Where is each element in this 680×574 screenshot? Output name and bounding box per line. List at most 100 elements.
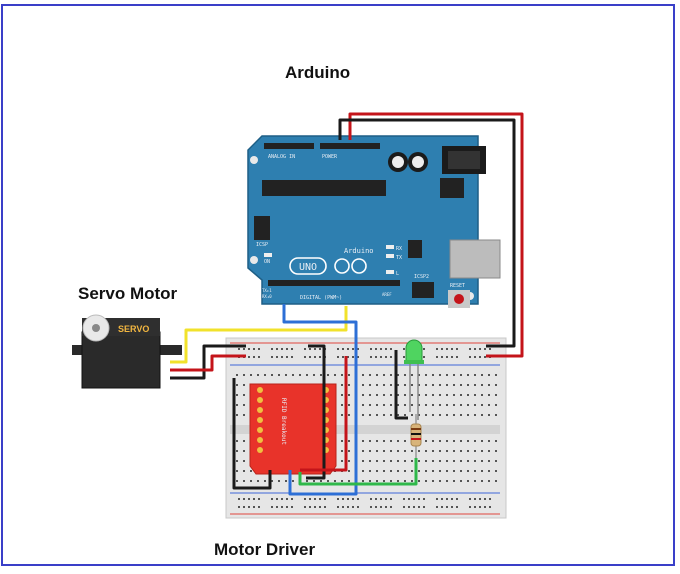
driver-pin — [257, 407, 263, 413]
breadboard-hole — [453, 480, 455, 482]
breadboard-hole — [460, 440, 462, 442]
breadboard-hole — [243, 506, 245, 508]
breadboard-hole — [453, 414, 455, 416]
breadboard-hole — [495, 440, 497, 442]
breadboard-hole — [451, 506, 453, 508]
breadboard-hole — [481, 460, 483, 462]
wire-black-led — [394, 350, 408, 420]
breadboard-hole — [314, 348, 316, 350]
breadboard-hole — [390, 356, 392, 358]
breadboard-hole — [243, 440, 245, 442]
icsp2-text: ICSP2 — [414, 274, 429, 280]
breadboard-hole — [369, 394, 371, 396]
breadboard-hole — [481, 470, 483, 472]
breadboard-hole — [441, 356, 443, 358]
breadboard-hole — [314, 498, 316, 500]
breadboard-hole — [425, 414, 427, 416]
breadboard-hole — [376, 394, 378, 396]
breadboard-hole — [411, 480, 413, 482]
breadboard-hole — [264, 480, 266, 482]
breadboard-hole — [362, 460, 364, 462]
breadboard-hole — [238, 506, 240, 508]
breadboard-hole — [441, 498, 443, 500]
breadboard-hole — [375, 356, 377, 358]
arduino-uno-board: UNO Arduino DIGITAL (PWM~) POWER ANALOG … — [247, 135, 501, 308]
breadboard-hole — [376, 384, 378, 386]
breadboard-hole — [397, 374, 399, 376]
breadboard-hole — [348, 384, 350, 386]
breadboard-hole — [495, 394, 497, 396]
breadboard-hole — [314, 356, 316, 358]
breadboard-hole — [385, 498, 387, 500]
breadboard-hole — [348, 414, 350, 416]
breadboard-hole — [411, 384, 413, 386]
breadboard-hole — [469, 348, 471, 350]
servo-label-text: SERVO — [118, 324, 149, 334]
breadboard-hole — [479, 506, 481, 508]
breadboard-hole — [460, 460, 462, 462]
breadboard-hole — [460, 394, 462, 396]
breadboard-hole — [425, 384, 427, 386]
breadboard-hole — [423, 506, 425, 508]
breadboard-hole — [436, 498, 438, 500]
breadboard-hole — [456, 498, 458, 500]
wires — [170, 112, 524, 496]
breadboard-hole — [432, 450, 434, 452]
breadboard-hole — [481, 480, 483, 482]
driver-pin — [257, 417, 263, 423]
breadboard-hole — [380, 506, 382, 508]
breadboard-hole — [404, 480, 406, 482]
servo-motor-label: Servo Motor — [78, 284, 178, 303]
breadboard-hole — [380, 348, 382, 350]
breadboard-hole — [276, 506, 278, 508]
breadboard-hole — [451, 356, 453, 358]
breadboard-hole — [383, 374, 385, 376]
breadboard-hole — [324, 506, 326, 508]
breadboard-hole — [446, 460, 448, 462]
breadboard-hole — [334, 480, 336, 482]
breadboard-hole — [446, 450, 448, 452]
breadboard-hole — [467, 460, 469, 462]
breadboard-hole — [436, 348, 438, 350]
breadboard-hole — [451, 348, 453, 350]
breadboard-hole — [248, 498, 250, 500]
breadboard-hole — [319, 356, 321, 358]
motor-driver-label: Motor Driver — [214, 540, 316, 559]
breadboard-hole — [370, 356, 372, 358]
breadboard-hole — [474, 450, 476, 452]
breadboard-hole — [423, 348, 425, 350]
breadboard-hole — [403, 348, 405, 350]
breadboard-hole — [411, 414, 413, 416]
icsp-text: ICSP — [256, 242, 268, 248]
breadboard-hole — [469, 356, 471, 358]
breadboard-hole — [404, 440, 406, 442]
tx-text: TX — [396, 255, 402, 261]
breadboard-hole — [370, 498, 372, 500]
breadboard-hole — [291, 506, 293, 508]
breadboard-hole — [243, 384, 245, 386]
breadboard-hole — [439, 394, 441, 396]
breadboard-hole — [369, 470, 371, 472]
breadboard-hole — [369, 450, 371, 452]
breadboard-hole — [432, 404, 434, 406]
arduino-brand-text: Arduino — [344, 247, 374, 255]
breadboard-hole — [383, 470, 385, 472]
breadboard-hole — [285, 374, 287, 376]
breadboard-hole — [418, 404, 420, 406]
breadboard-hole — [348, 374, 350, 376]
breadboard-hole — [304, 498, 306, 500]
breadboard-hole — [488, 450, 490, 452]
breadboard-hole — [418, 394, 420, 396]
breadboard-hole — [383, 440, 385, 442]
breadboard-hole — [495, 460, 497, 462]
power-header-text: POWER — [322, 154, 338, 160]
breadboard-hole — [479, 498, 481, 500]
breadboard-hole — [488, 374, 490, 376]
breadboard-hole — [481, 450, 483, 452]
breadboard-hole — [309, 498, 311, 500]
breadboard-hole — [347, 348, 349, 350]
digital-header-text: DIGITAL (PWM~) — [300, 295, 342, 301]
breadboard-hole — [456, 356, 458, 358]
breadboard-hole — [357, 506, 359, 508]
breadboard-hole — [397, 480, 399, 482]
